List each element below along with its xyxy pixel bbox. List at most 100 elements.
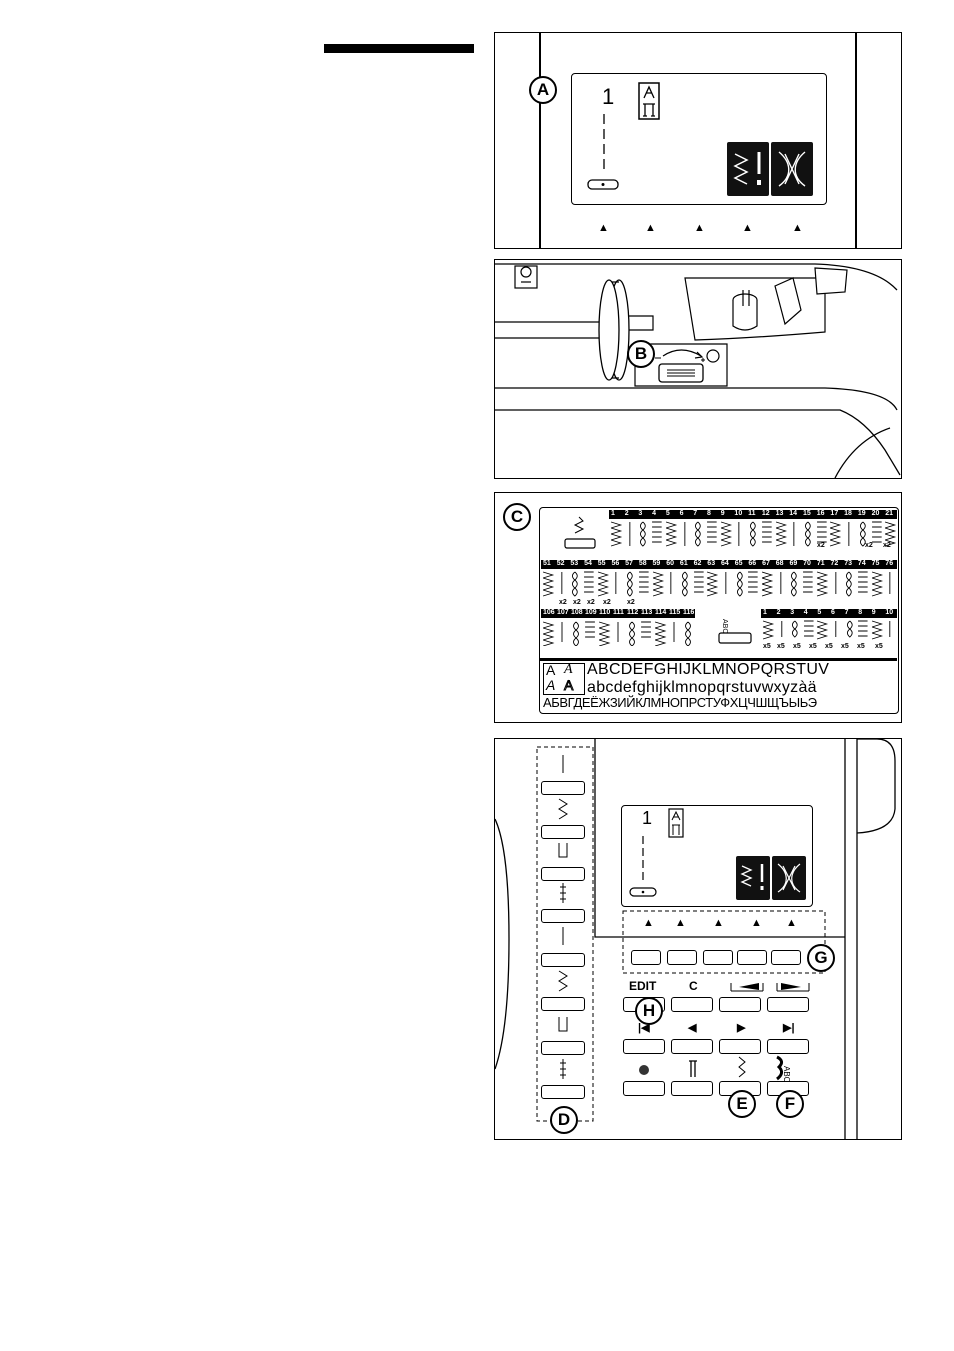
lowercase-letters: abcdefghijklmnopqrstuvwxyzàä: [587, 679, 817, 696]
stitch-number: 53: [570, 559, 579, 567]
stitch-number: 20: [871, 509, 880, 517]
stitch-number: 14: [789, 509, 798, 517]
label-h: H: [635, 997, 663, 1025]
preset-stitch-button[interactable]: [541, 1041, 585, 1055]
stitch-pattern-glyph: [665, 521, 678, 547]
stitch-pattern-glyph: [683, 522, 685, 546]
stitch-number: 112: [627, 608, 639, 616]
abc-key-text: ABC: [782, 1066, 791, 1083]
straight-stitch-icon: [587, 114, 619, 190]
multiplier-label: x5: [763, 643, 771, 650]
stitch-pattern-glyph: [736, 571, 743, 597]
cyrillic-letters: АБВГДЕЁЖЗИЙКЛМНОПРСТУФХЦЧШЩЪЫЬЭ: [543, 695, 817, 710]
stitch-pattern-glyph: [871, 620, 883, 640]
multiplier-label: x2: [559, 599, 567, 606]
stitch-number: 8: [707, 509, 711, 517]
stitch-number: 19: [857, 509, 866, 517]
stitch-pattern-glyph: [792, 620, 798, 638]
label-f: F: [776, 1090, 804, 1118]
skip-to-end-icon: ▶|: [783, 1022, 795, 1034]
preset-stitch-icon: [562, 755, 564, 773]
width-increase-button[interactable]: [767, 997, 809, 1012]
stitch-pattern-glyph: [762, 620, 775, 640]
soft-key-arrow-5: ▲: [792, 222, 803, 234]
abc-small-text: ABC: [721, 619, 728, 633]
stitch-number: 7: [693, 509, 698, 517]
preset-stitch-icon: [560, 1059, 566, 1079]
preset-stitch-button[interactable]: [541, 909, 585, 923]
multiplier-label: x2: [627, 599, 635, 606]
preset-stitch-button[interactable]: [541, 781, 585, 795]
needle-up-down-button[interactable]: [671, 1081, 713, 1096]
stitch-number: 56: [611, 559, 620, 567]
stitch-number: 110: [599, 608, 611, 616]
stitch-number: 70: [803, 559, 811, 567]
mirror-stitch-icon: [771, 142, 813, 196]
stitch-number: 66: [748, 559, 757, 567]
stitch-number: 4: [652, 509, 657, 517]
lcd-pattern-number: 1: [602, 84, 615, 109]
stitch-number: 74: [857, 559, 866, 567]
machine-top-illustration: [495, 263, 901, 478]
chart-frame: [539, 507, 899, 714]
stitch-number: 54: [584, 559, 592, 567]
stitch-number: 71: [816, 559, 825, 567]
lcd-screen-d: 1: [621, 805, 813, 907]
multiplier-label: x2: [603, 599, 611, 606]
multiplier-label: x5: [841, 643, 849, 650]
stitch-pattern-glyph: [889, 621, 891, 637]
soft-key-arrow-2: ▲: [645, 222, 656, 234]
width-decrease-button[interactable]: [719, 997, 761, 1012]
soft-key-3[interactable]: [703, 950, 733, 965]
soft-key-2[interactable]: [667, 950, 697, 965]
memory-dot-icon: [639, 1065, 649, 1075]
cursor-end-button[interactable]: [767, 1039, 809, 1054]
cursor-left-icon: ◀: [688, 1022, 697, 1034]
stitch-strip-row2: [541, 560, 897, 569]
stitch-number: 13: [775, 509, 784, 517]
preset-stitch-button[interactable]: [541, 953, 585, 967]
stitch-pattern-glyph: [817, 620, 829, 640]
preset-stitch-button[interactable]: [541, 1085, 585, 1099]
stitch-pattern-glyph: [617, 622, 619, 642]
stitch-pattern-glyph: [761, 521, 772, 543]
panel-outline-illustration: [495, 739, 896, 1139]
clear-button[interactable]: [671, 997, 713, 1012]
stitch-strip-row1: [609, 510, 897, 519]
stitch-pattern-glyph: [871, 521, 882, 543]
label-e: E: [728, 1090, 756, 1118]
stitch-number: 55: [597, 559, 606, 567]
stitch-pattern-glyph: [707, 571, 719, 597]
stitch-mode-icon-d: [736, 856, 770, 900]
soft-key-4[interactable]: [737, 950, 767, 965]
stitch-number: 5: [665, 509, 670, 517]
soft-key-arrow-d1: ▲: [643, 917, 654, 929]
presser-foot-a-icon-d: [668, 808, 684, 838]
stitch-number: 73: [844, 559, 853, 567]
stitch-number: 65: [734, 559, 743, 567]
stitch-number: 72: [830, 559, 839, 567]
stitch-pattern-glyph: [816, 571, 828, 597]
stitch-number: 7: [844, 608, 849, 616]
preset-stitch-button[interactable]: [541, 825, 585, 839]
soft-key-arrow-d3: ▲: [713, 917, 724, 929]
stitch-number: 106: [543, 608, 555, 616]
stitch-pattern-glyph: [803, 620, 814, 637]
cursor-start-button[interactable]: [623, 1039, 665, 1054]
stitch-pattern-glyph: [572, 571, 579, 597]
memory-button[interactable]: [623, 1081, 665, 1096]
stitch-number: 75: [871, 559, 880, 567]
cursor-left-button[interactable]: [671, 1039, 713, 1054]
stitch-number: 10: [885, 608, 894, 616]
stitch-pattern-glyph: [707, 521, 717, 543]
preset-stitch-button[interactable]: [541, 867, 585, 881]
cursor-right-button[interactable]: [719, 1039, 761, 1054]
stitch-number: 109: [585, 608, 597, 616]
stitch-number: 113: [641, 608, 653, 616]
stitch-number: 62: [693, 559, 702, 567]
edit-key-label: EDIT: [629, 979, 657, 993]
soft-key-1[interactable]: [631, 950, 661, 965]
section-header-bar: [324, 44, 474, 53]
preset-stitch-button[interactable]: [541, 997, 585, 1011]
soft-key-5[interactable]: [771, 950, 801, 965]
